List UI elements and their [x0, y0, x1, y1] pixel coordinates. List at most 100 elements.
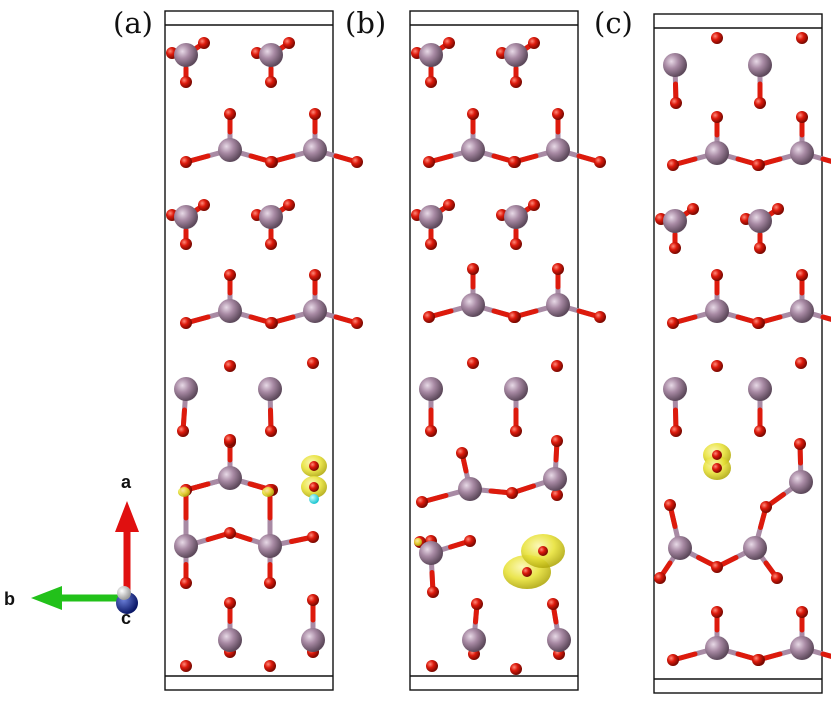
b-small-atom — [471, 598, 483, 610]
b-small-atom — [510, 425, 522, 437]
a-cell-box — [164, 10, 334, 691]
b-small-atom — [551, 435, 563, 447]
a-small-atom — [265, 425, 277, 437]
c-bond — [820, 156, 831, 164]
c-small-atom — [670, 425, 682, 437]
b-large-atom — [504, 377, 528, 401]
b-large-atom — [504, 205, 528, 229]
a-large-atom — [174, 205, 198, 229]
a-small-atom — [265, 317, 277, 329]
b-small-atom — [510, 238, 522, 250]
a-large-atom — [174, 534, 198, 558]
b-small-atom — [506, 487, 518, 499]
b-large-atom — [419, 377, 443, 401]
c-large-atom — [663, 53, 687, 77]
a-small-atom — [351, 156, 363, 168]
c-large-atom — [790, 141, 814, 165]
axis-origin-marker — [117, 586, 131, 600]
b-small-atom — [522, 567, 532, 577]
c-small-atom — [752, 654, 764, 666]
b-small-atom — [464, 535, 476, 547]
b-small-atom — [467, 263, 479, 275]
b-large-atom — [504, 43, 528, 67]
c-large-atom — [663, 209, 687, 233]
c-small-atom — [711, 606, 723, 618]
c-bond — [820, 651, 831, 659]
a-small-atom — [198, 37, 210, 49]
a-small-atom — [224, 269, 236, 281]
a-small-atom — [198, 199, 210, 211]
c-small-atom — [794, 438, 806, 450]
b-small-atom — [552, 108, 564, 120]
b-small-atom — [528, 37, 540, 49]
b-small-atom — [510, 76, 522, 88]
c-small-atom — [796, 269, 808, 281]
b-small-atom — [551, 360, 563, 372]
c-small-atom — [795, 357, 807, 369]
c-large-atom — [743, 536, 767, 560]
b-large-atom — [546, 293, 570, 317]
c-small-atom — [772, 203, 784, 215]
a-small-atom — [265, 76, 277, 88]
a-large-atom — [258, 534, 282, 558]
b-small-atom — [423, 311, 435, 323]
axis-b-arrowhead — [31, 586, 62, 610]
c-small-atom — [687, 203, 699, 215]
c-small-atom — [711, 32, 723, 44]
a-isosurface — [262, 487, 274, 497]
a-large-atom — [259, 43, 283, 67]
b-small-atom — [456, 447, 468, 459]
c-large-atom — [748, 53, 772, 77]
b-small-atom — [528, 199, 540, 211]
b-small-atom — [552, 263, 564, 275]
b-small-atom — [467, 357, 479, 369]
c-large-atom — [748, 209, 772, 233]
panel-b — [409, 10, 606, 691]
a-small-atom — [177, 425, 189, 437]
a-large-atom — [218, 138, 242, 162]
b-small-atom — [594, 156, 606, 168]
c-small-atom — [796, 32, 808, 44]
a-small-atom — [309, 461, 319, 471]
a-small-atom — [265, 238, 277, 250]
a-small-atom — [309, 108, 321, 120]
c-small-atom — [667, 317, 679, 329]
panel-a — [164, 10, 363, 691]
c-small-atom — [754, 97, 766, 109]
c-large-atom — [748, 377, 772, 401]
b-small-atom — [510, 663, 522, 675]
a-small-atom — [283, 199, 295, 211]
c-large-atom — [790, 636, 814, 660]
c-small-atom — [754, 242, 766, 254]
panel-b-label: (b) — [345, 6, 386, 40]
a-small-atom — [180, 317, 192, 329]
a-large-atom — [218, 628, 242, 652]
b-small-atom — [547, 598, 559, 610]
a-large-atom — [174, 377, 198, 401]
b-small-atom — [538, 546, 548, 556]
a-large-atom — [303, 138, 327, 162]
c-small-atom — [771, 572, 783, 584]
c-large-atom — [668, 536, 692, 560]
c-small-atom — [711, 269, 723, 281]
axis-b-label: b — [4, 589, 15, 609]
a-small-atom — [224, 108, 236, 120]
b-small-atom — [551, 489, 563, 501]
c-small-atom — [712, 450, 722, 460]
b-small-atom — [508, 156, 520, 168]
c-large-atom — [705, 299, 729, 323]
a-small-atom — [283, 37, 295, 49]
c-small-atom — [711, 360, 723, 372]
a-large-atom — [259, 205, 283, 229]
panel-c-label: (c) — [594, 6, 633, 40]
b-small-atom — [508, 311, 520, 323]
b-large-atom — [461, 293, 485, 317]
b-small-atom — [443, 199, 455, 211]
a-small-atom — [180, 577, 192, 589]
a-small-atom — [351, 317, 363, 329]
c-small-atom — [796, 606, 808, 618]
b-isosurface — [414, 538, 422, 546]
a-small-atom — [180, 156, 192, 168]
a-small-atom — [309, 269, 321, 281]
